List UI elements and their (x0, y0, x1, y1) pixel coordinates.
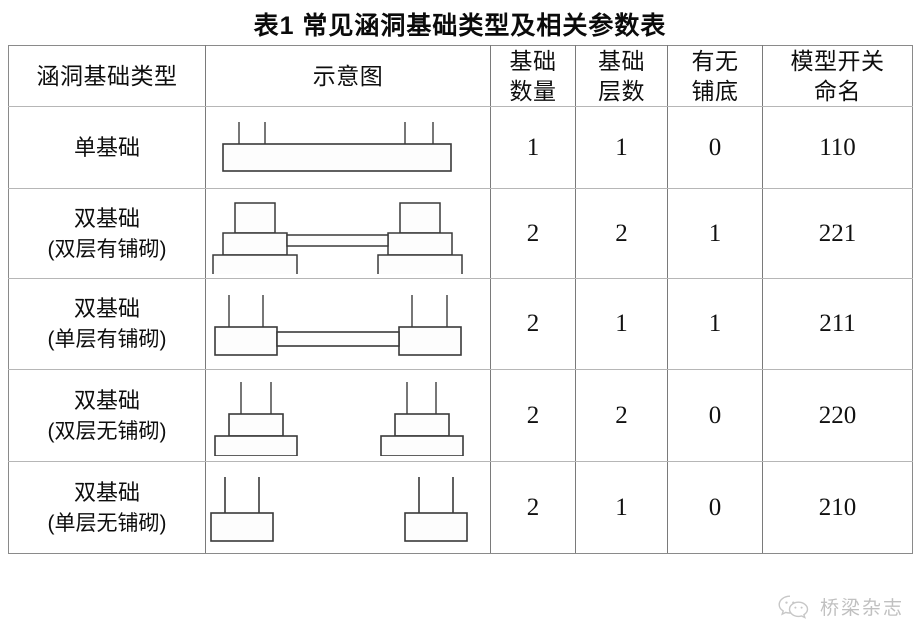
column-header-foundation-layers: 基础 层数 (575, 45, 668, 107)
table-row: 双基础 (双层有铺砌) (8, 188, 913, 280)
cell-foundation-layers: 2 (575, 369, 668, 463)
table-row: 双基础 (单层有铺砌) (8, 278, 913, 371)
cell-has-bed: 0 (667, 105, 763, 190)
diagram-double-foundation-one-layer-no-bed (209, 476, 468, 542)
table-row: 双基础 (双层无铺砌) (8, 369, 913, 463)
cell-foundation-count: 2 (490, 369, 576, 463)
header-line-1: 示意图 (312, 63, 384, 89)
cell-foundation-layers: 2 (575, 188, 668, 280)
cell-diagram-double-one-layer-with-bed (205, 278, 491, 371)
cell-has-bed: 0 (667, 461, 763, 554)
type-sub: (单层无铺砌) (47, 511, 167, 535)
cell-foundation-layers: 1 (575, 278, 668, 371)
column-header-foundation-type: 涵洞基础类型 (8, 45, 206, 107)
diagram-double-foundation-two-layer-with-bed (211, 202, 463, 275)
cell-switch-name: 110 (762, 105, 913, 190)
header-line-2: 命名 (814, 78, 861, 104)
cell-foundation-count: 2 (490, 188, 576, 280)
cell-switch-name: 220 (762, 369, 913, 463)
cell-foundation-type: 双基础 (双层有铺砌) (8, 188, 206, 280)
column-header-diagram: 示意图 (205, 45, 491, 107)
diagram-single-foundation (221, 121, 452, 172)
type-sub: (双层有铺砌) (47, 237, 167, 261)
page-title: 表1 常见涵洞基础类型及相关参数表 (253, 12, 667, 40)
cell-foundation-count: 1 (490, 105, 576, 190)
header-line-2: 层数 (598, 78, 645, 104)
table-row: 单基础 1 1 0 110 (8, 105, 913, 190)
header-line-1: 模型开关 (790, 48, 885, 74)
cell-switch-name: 210 (762, 461, 913, 554)
cell-foundation-type: 双基础 (单层有铺砌) (8, 278, 206, 371)
type-main: 双基础 (73, 479, 140, 505)
cell-foundation-count: 2 (490, 461, 576, 554)
type-main: 双基础 (73, 296, 140, 322)
cell-diagram-double-one-layer-no-bed (205, 461, 491, 554)
cell-foundation-type: 双基础 (单层无铺砌) (8, 461, 206, 554)
cell-foundation-count: 2 (490, 278, 576, 371)
type-sub: (双层无铺砌) (47, 419, 167, 443)
cell-has-bed: 0 (667, 369, 763, 463)
cell-foundation-type: 双基础 (双层无铺砌) (8, 369, 206, 463)
cell-diagram-single-wide-slab-four-walls (205, 105, 491, 190)
diagram-double-foundation-one-layer-with-bed (213, 295, 462, 356)
column-header-switch-name: 模型开关 命名 (762, 45, 913, 107)
header-line-1: 涵洞基础类型 (36, 63, 178, 89)
table-header-row: 涵洞基础类型 示意图 基础 数量 基础 层数 有无 铺底 模 (8, 45, 913, 107)
cell-switch-name: 211 (762, 278, 913, 371)
header-line-1: 基础 (509, 48, 557, 74)
header-line-2: 铺底 (691, 78, 739, 104)
wechat-bubble-icon (778, 595, 809, 619)
cell-switch-name: 221 (762, 188, 913, 280)
culvert-foundation-parameter-table: 涵洞基础类型 示意图 基础 数量 基础 层数 有无 铺底 模 (8, 45, 913, 554)
type-sub: (单层有铺砌) (47, 328, 167, 352)
type-main: 双基础 (73, 387, 140, 413)
column-header-has-bed: 有无 铺底 (667, 45, 763, 107)
cell-diagram-double-two-layer-no-bed (205, 369, 491, 463)
header-line-1: 基础 (598, 48, 645, 74)
diagram-double-foundation-two-layer-no-bed (213, 381, 464, 456)
type-main: 单基础 (73, 135, 140, 161)
table-row: 双基础 (单层无铺砌) 2 (8, 461, 913, 554)
type-main: 双基础 (73, 205, 140, 231)
column-header-foundation-count: 基础 数量 (490, 45, 576, 107)
cell-has-bed: 1 (667, 188, 763, 280)
header-line-1: 有无 (691, 48, 739, 74)
watermark-text: 桥梁杂志 (819, 598, 904, 619)
cell-foundation-layers: 1 (575, 105, 668, 190)
cell-foundation-layers: 1 (575, 461, 668, 554)
header-line-2: 数量 (509, 78, 557, 104)
cell-diagram-double-two-layer-with-bed (205, 188, 491, 280)
cell-has-bed: 1 (667, 278, 763, 371)
watermark: 桥梁杂志 (777, 593, 904, 620)
table-container: 涵洞基础类型 示意图 基础 数量 基础 层数 有无 铺底 模 (8, 45, 913, 554)
cell-foundation-type: 单基础 (8, 105, 206, 190)
